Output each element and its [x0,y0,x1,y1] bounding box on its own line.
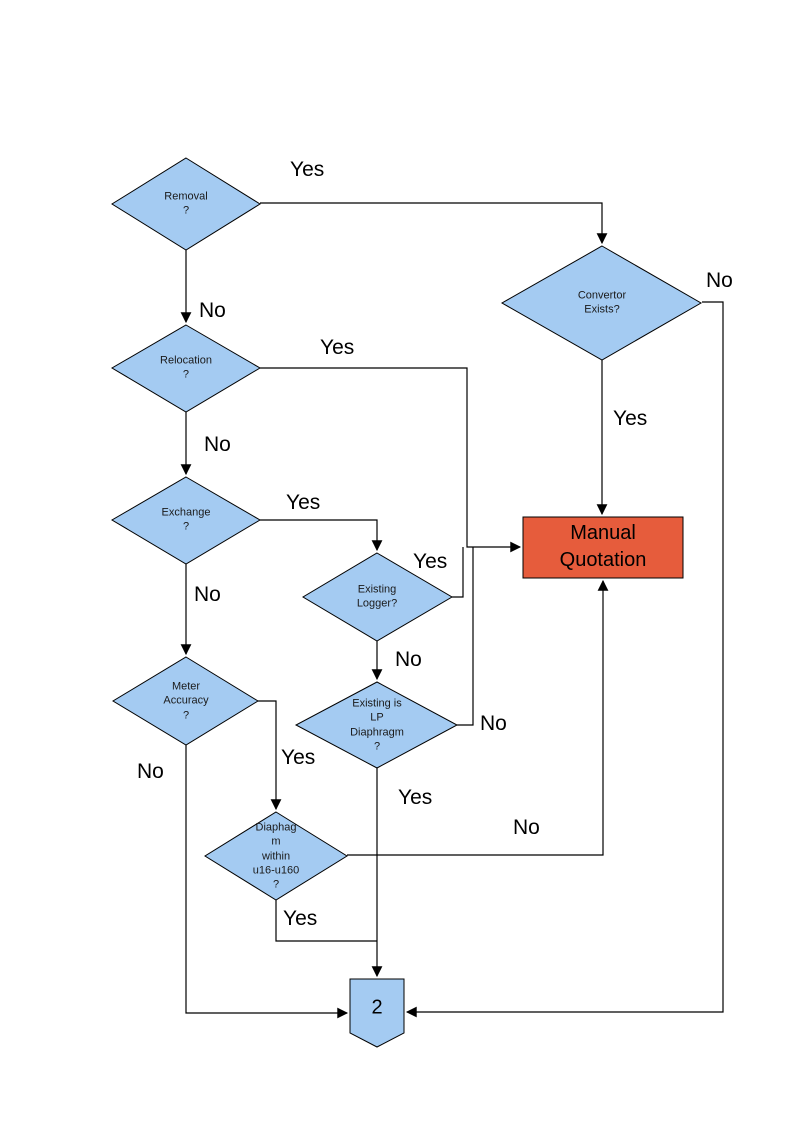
edge-label-lp-yes: Yes [398,786,433,809]
edge-label-diaphragm-yes: Yes [283,907,318,930]
decision-existing-lp-diaphragm [294,681,459,769]
edge-label-relocation-no: No [204,433,231,456]
process-manual-quotation [522,516,684,579]
edge-label-convertor-yes: Yes [613,407,648,430]
decision-relocation [111,324,261,413]
edge-diaphragm-no-to-manual-quotation [347,579,609,856]
decision-convertor-exists [500,245,703,361]
edge-label-meter-yes: Yes [281,746,316,769]
decision-diaphragm-range [204,811,348,901]
edge-label-exchange-yes: Yes [286,491,321,514]
edge-label-exchange-no: No [194,583,221,606]
edge-convertor-no-to-connector [405,301,724,1018]
offpage-connector-2 [349,978,405,1048]
edge-meter-yes-to-diaphragm-range [258,700,282,811]
edge-lp-no-join [457,547,474,726]
edge-diaphragm-yes-join [275,900,377,942]
decision-existing-logger [302,552,453,642]
edge-label-removal-no: No [199,299,226,322]
decision-exchange [111,476,261,565]
edge-label-convertor-no: No [706,269,733,292]
edge-relocation-yes-to-manual-quotation [260,367,522,553]
decision-removal [111,157,261,251]
edge-meter-no-to-connector [185,745,349,1019]
edge-removal-yes-to-convertor [260,202,608,245]
edge-label-meter-no: No [137,760,164,783]
edge-logger-yes-join [452,547,464,598]
edge-label-relocation-yes: Yes [320,336,355,359]
edge-label-diaphragm-no: No [513,816,540,839]
decision-meter-accuracy [112,656,259,746]
edge-label-logger-no: No [395,648,422,671]
edge-exchange-yes-to-existing-logger [260,519,383,552]
edge-label-logger-yes: Yes [413,550,448,573]
edge-label-lp-no: No [480,712,507,735]
edge-label-removal-yes: Yes [290,158,325,181]
